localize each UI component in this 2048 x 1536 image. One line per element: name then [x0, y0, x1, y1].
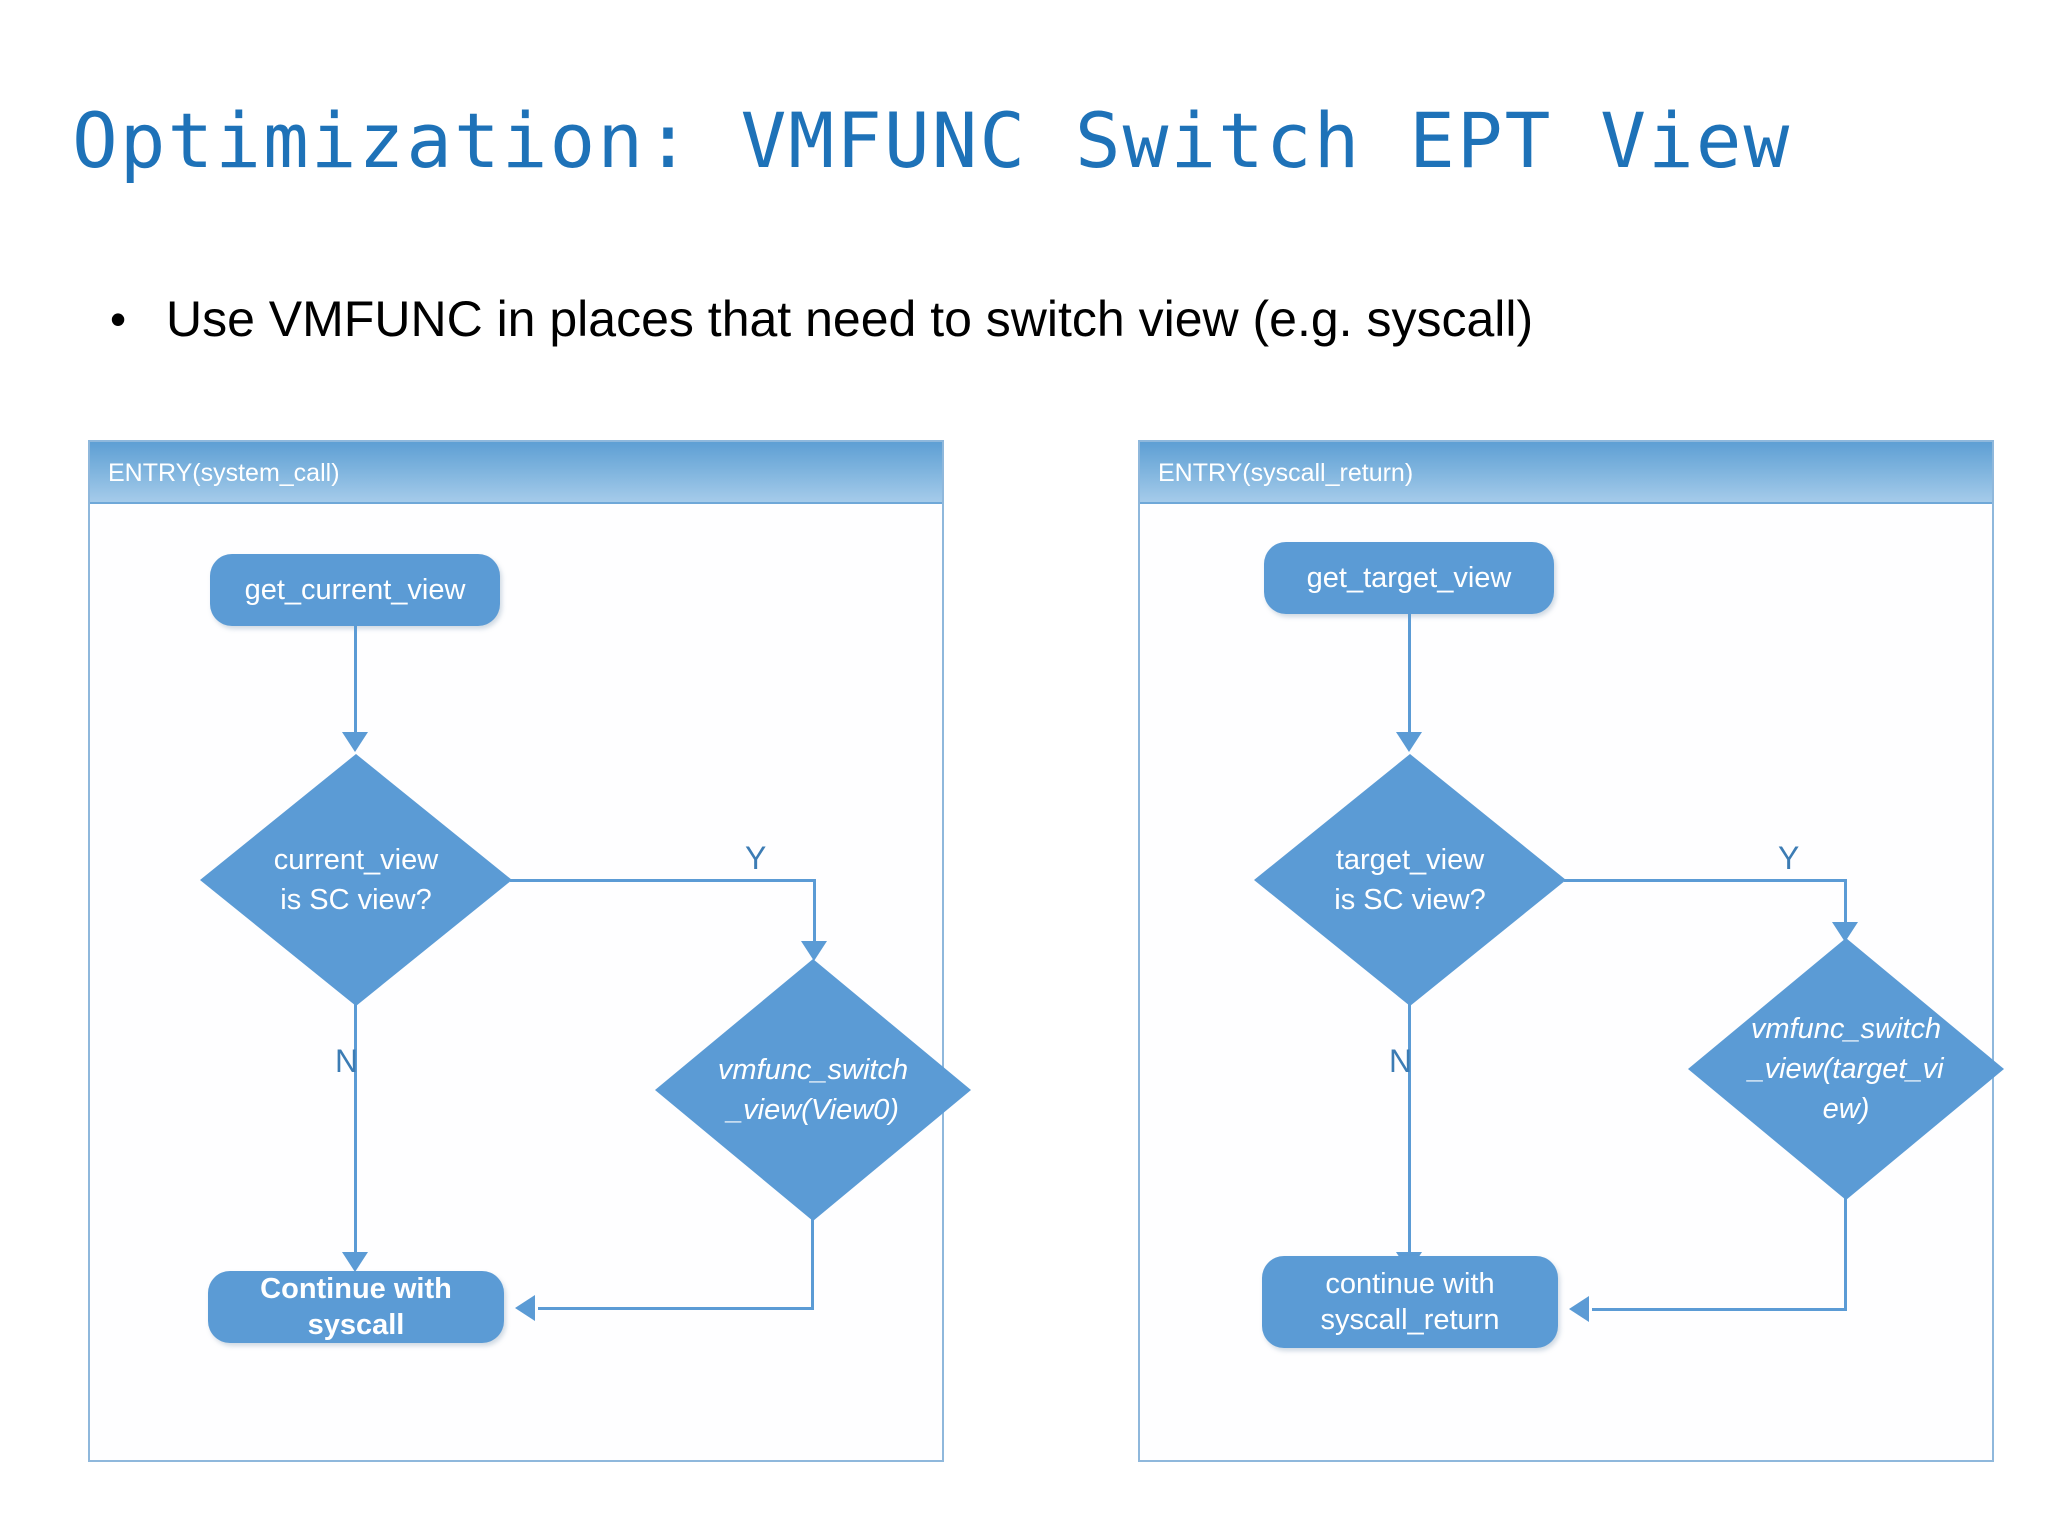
- panel-header-label: ENTRY(syscall_return): [1158, 459, 1414, 487]
- arrowhead-start-to-decision: [1396, 732, 1422, 752]
- branch-label-yes: Y: [1778, 840, 1800, 876]
- end-node-line-1: continue with: [1325, 1268, 1495, 1300]
- flow-node-continue-with-syscall[interactable]: Continue with syscall: [208, 1271, 504, 1343]
- connector-yes-vertical: [1844, 879, 1847, 927]
- diamond-shape: [1254, 754, 1566, 1006]
- connector-action-horizontal: [538, 1307, 814, 1310]
- branch-label-yes: Y: [745, 840, 767, 876]
- diamond-shape: [200, 754, 512, 1006]
- panel-header-system-call: ENTRY(system_call): [90, 442, 942, 504]
- connector-yes-vertical: [813, 879, 816, 947]
- flowchart-canvas-system-call: get_current_view current_view is SC view…: [90, 504, 971, 1460]
- bullet-marker-icon: •: [110, 293, 127, 345]
- connector-no-vertical: [354, 1004, 357, 1256]
- panel-header-syscall-return: ENTRY(syscall_return): [1140, 442, 1992, 504]
- bullet-item-label: Use VMFUNC in places that need to switch…: [166, 291, 1534, 347]
- flowchart-panel-syscall-return: ENTRY(syscall_return) get_target_view ta…: [1138, 440, 2004, 1462]
- arrowhead-no-to-end: [342, 1252, 368, 1272]
- connector-yes-horizontal: [510, 879, 815, 882]
- end-node-line-2: syscall_return: [1320, 1304, 1500, 1336]
- diamond-shape: [655, 959, 971, 1221]
- flow-action-vmfunc-switch-view[interactable]: vmfunc_switch _view(View0): [655, 959, 971, 1221]
- flow-node-continue-with-syscall-return[interactable]: continue with syscall_return: [1262, 1256, 1558, 1348]
- connector-no-vertical: [1408, 1004, 1411, 1256]
- arrowhead-yes-to-action: [1832, 922, 1858, 942]
- flow-action-vmfunc-switch-view[interactable]: vmfunc_switch _view(target_vi ew): [1688, 938, 2004, 1200]
- connector-action-horizontal: [1592, 1308, 1847, 1311]
- flow-decision-current-view[interactable]: current_view is SC view?: [200, 754, 512, 1006]
- arrowhead-action-to-end: [1569, 1296, 1589, 1322]
- diamond-shape: [1688, 938, 2004, 1200]
- branch-label-no: N: [335, 1043, 359, 1079]
- page-title: Optimization: VMFUNC Switch EPT View: [72, 96, 1792, 185]
- connector-yes-horizontal: [1564, 879, 1846, 882]
- arrowhead-action-to-end: [515, 1295, 535, 1321]
- branch-label-no: N: [1389, 1043, 1413, 1079]
- flow-node-get-target-view[interactable]: get_target_view: [1264, 542, 1554, 614]
- connector-start-to-decision: [354, 626, 357, 736]
- flow-node-get-current-view[interactable]: get_current_view: [210, 554, 500, 626]
- arrowhead-start-to-decision: [342, 732, 368, 752]
- panel-header-label: ENTRY(system_call): [108, 459, 340, 487]
- connector-action-vertical: [811, 1219, 814, 1309]
- flowchart-panel-system-call: ENTRY(system_call) get_current_view curr…: [88, 440, 971, 1462]
- flowchart-canvas-syscall-return: get_target_view target_view is SC view? …: [1140, 504, 2004, 1460]
- connector-action-vertical: [1844, 1198, 1847, 1310]
- connector-start-to-decision: [1408, 614, 1411, 736]
- bullet-list-item: • Use VMFUNC in places that need to swit…: [96, 288, 1956, 350]
- arrowhead-yes-to-action: [801, 941, 827, 961]
- flow-decision-target-view[interactable]: target_view is SC view?: [1254, 754, 1566, 1006]
